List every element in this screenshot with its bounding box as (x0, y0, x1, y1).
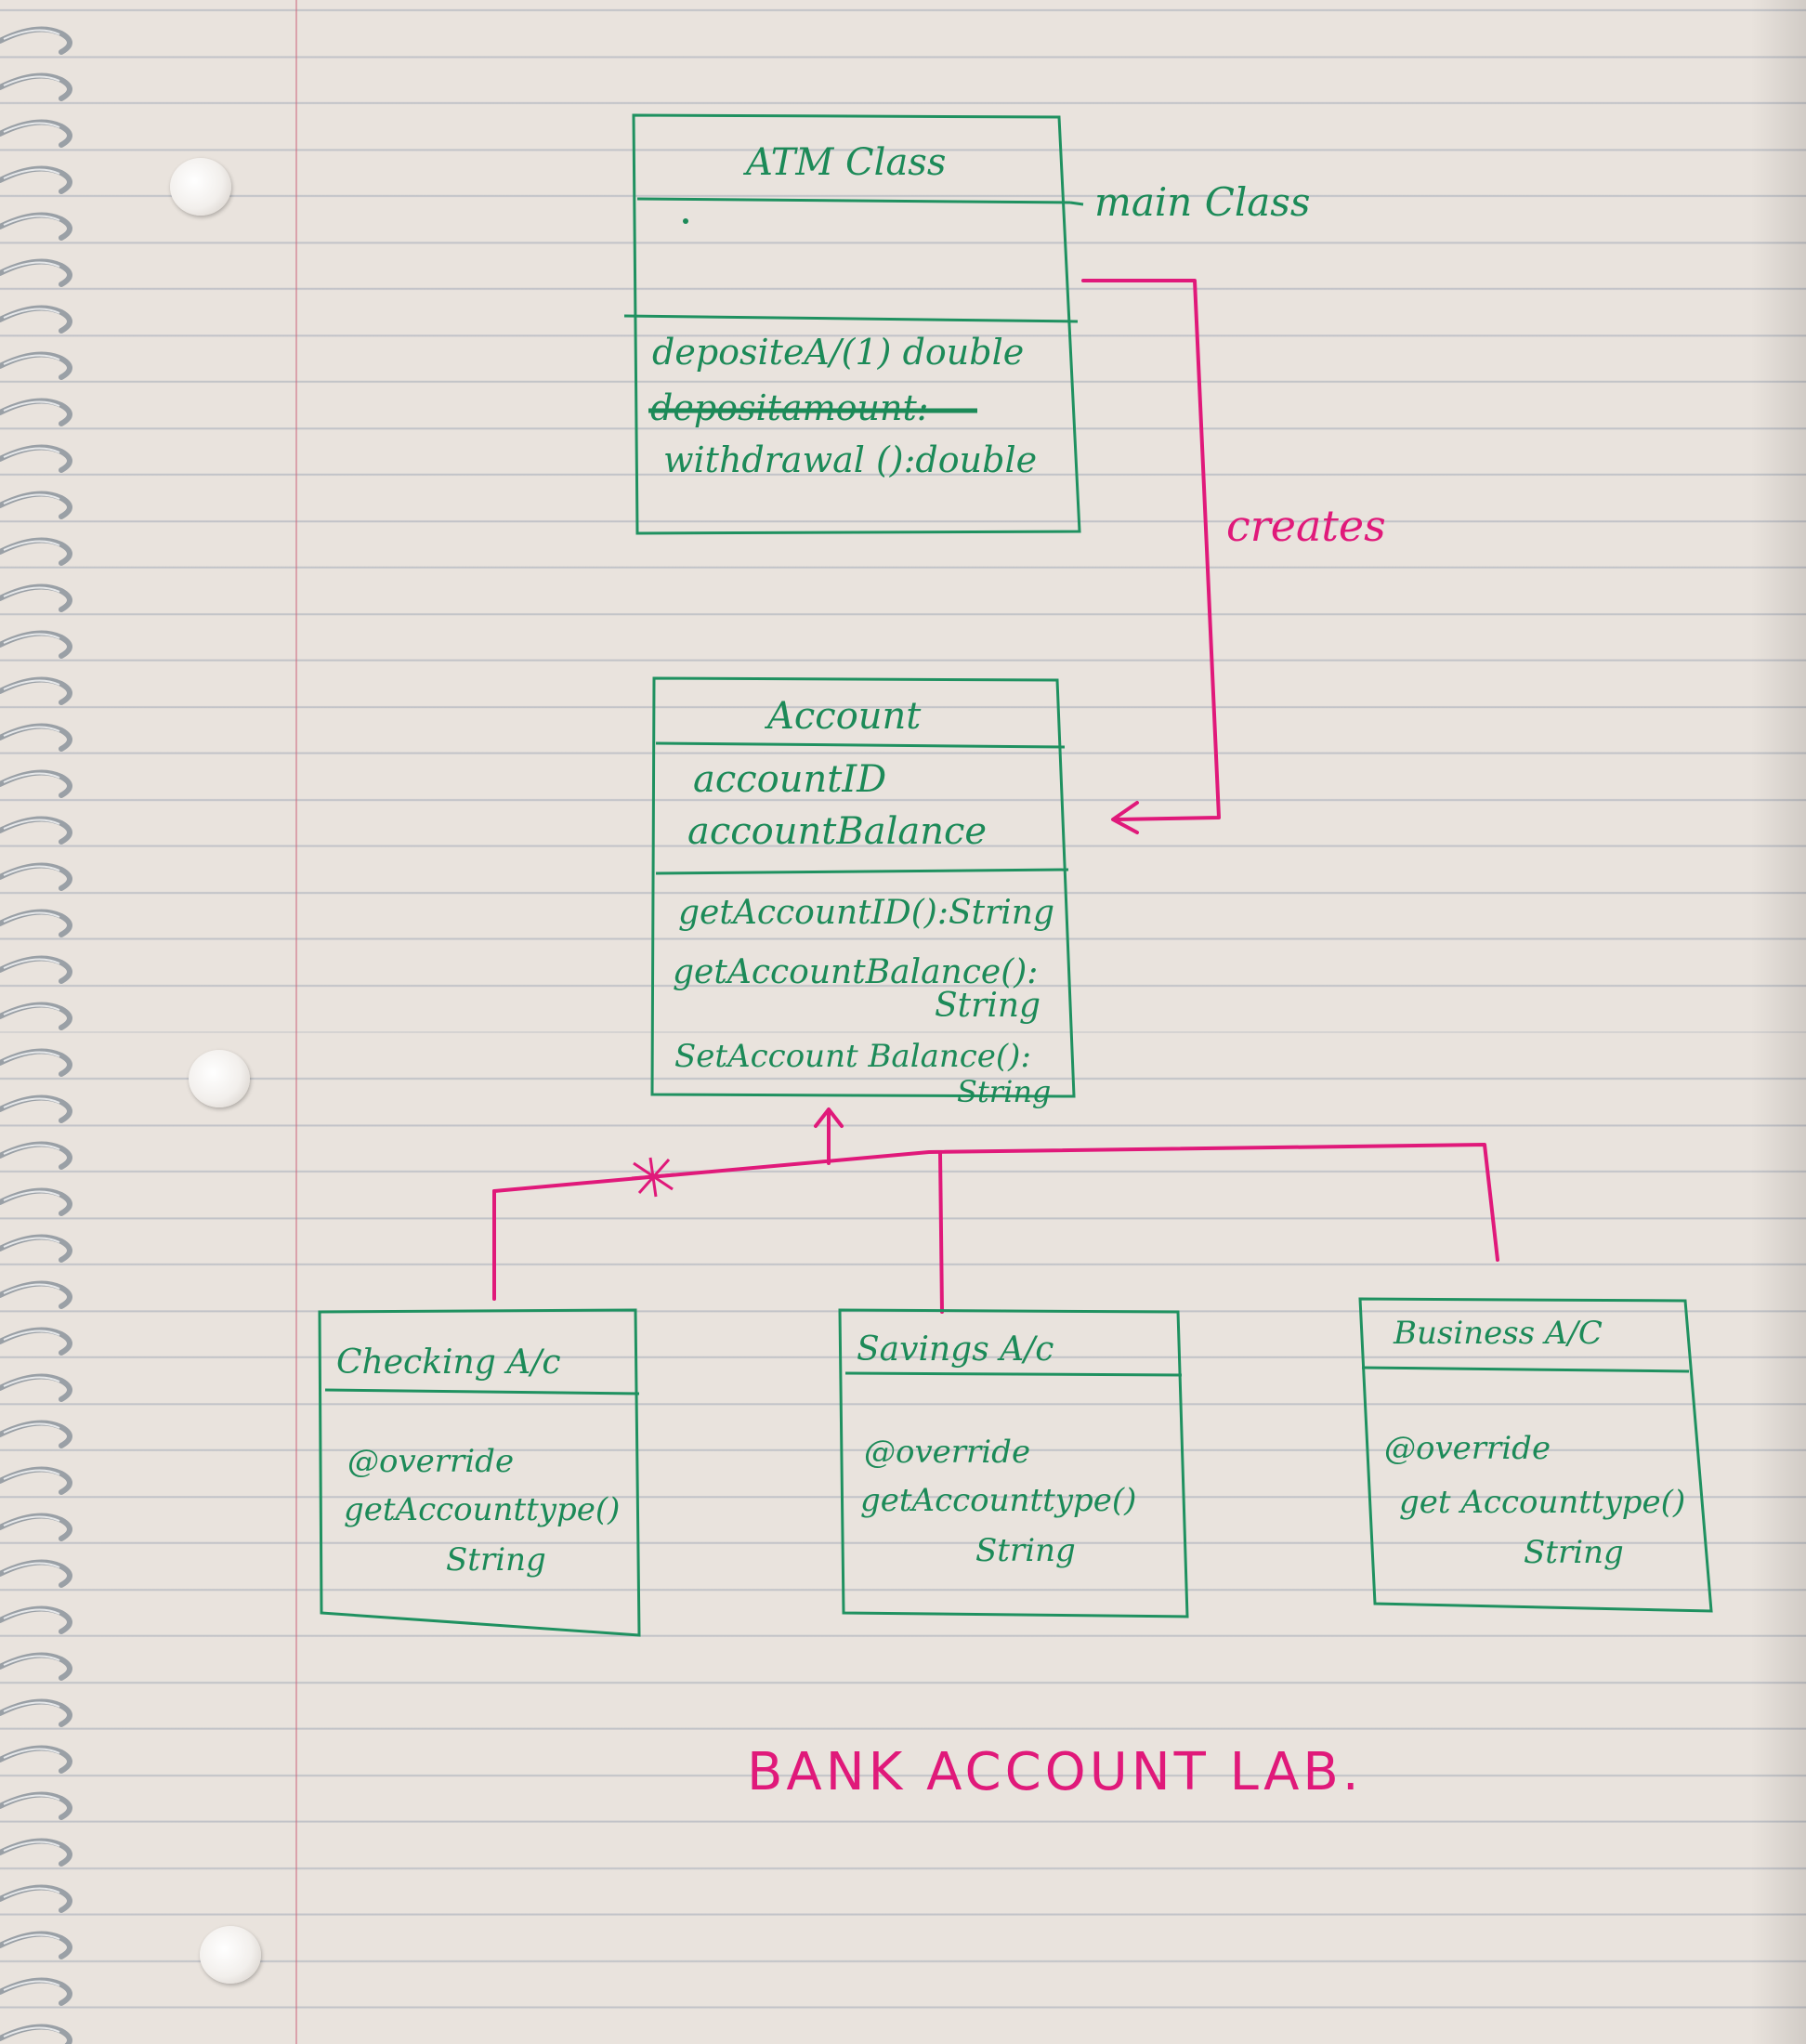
business-return-type: String (1524, 1534, 1624, 1571)
checking-return-type: String (446, 1541, 546, 1579)
checking-class-box: Checking A/c @override getAccounttype() … (318, 1308, 641, 1637)
creates-relationship: creates (1081, 279, 1386, 834)
inheritance-triangle (814, 1107, 844, 1128)
spiral-coil (0, 1234, 72, 1263)
spiral-coil (0, 1280, 72, 1309)
spiral-coil (0, 537, 72, 566)
account-attribute-id: accountID (693, 758, 886, 801)
inheritance-bar (492, 1143, 1499, 1262)
business-class-name: Business A/C (1393, 1315, 1603, 1352)
account-method-set-balance: SetAccount Balance(): (674, 1038, 1031, 1075)
checking-method: getAccounttype() (344, 1491, 620, 1528)
business-class-box: Business A/C @override get Accounttype()… (1358, 1297, 1713, 1613)
punch-hole-bottom (200, 1926, 261, 1984)
spiral-coil (0, 1838, 72, 1867)
savings-annotation: @override (864, 1434, 1030, 1471)
account-method-get-id: getAccountID():String (678, 894, 1054, 932)
atm-note-connector (1069, 201, 1084, 206)
account-class-name: Account (764, 695, 922, 738)
spiral-coil (0, 1791, 72, 1820)
spiral-coil (0, 1513, 72, 1541)
spiral-coil (0, 909, 72, 937)
spiral-coil (0, 1327, 72, 1356)
account-method-get-balance: getAccountBalance(): (673, 953, 1038, 991)
spiral-coil (0, 1884, 72, 1913)
atm-class-box: ATM Class depositeA/(1) double depositam… (623, 113, 1081, 535)
spiral-coil (0, 1977, 72, 2006)
spiral-coil (0, 1373, 72, 1402)
spiral-coil (0, 119, 72, 148)
business-annotation: @override (1384, 1430, 1551, 1467)
spiral-coil (0, 491, 72, 519)
spiral-coil (0, 1002, 72, 1030)
page-edge-shadow (1750, 0, 1806, 2044)
spiral-coil (0, 630, 72, 659)
account-attribute-balance: accountBalance (687, 810, 987, 853)
spiral-coil (0, 398, 72, 426)
spiral-binding (0, 26, 72, 2044)
atm-method-2: depositamount: (650, 387, 929, 428)
atm-class-name: ATM Class (742, 141, 946, 184)
margin-line (295, 0, 297, 2044)
business-method: get Accounttype() (1399, 1484, 1685, 1521)
spiral-coil (0, 1420, 72, 1448)
spiral-coil (0, 305, 72, 334)
spiral-coil (0, 1931, 72, 1959)
creates-arrowhead (1111, 801, 1139, 834)
atm-method-3: withdrawal ():double (663, 439, 1037, 480)
savings-class-box: Savings A/c @override getAccounttype() S… (838, 1308, 1189, 1618)
spiral-coil (0, 862, 72, 891)
spiral-coil (0, 1652, 72, 1681)
creates-label: creates (1226, 501, 1386, 551)
punch-hole-middle (189, 1050, 250, 1107)
spiral-coil (0, 212, 72, 241)
spiral-coil (0, 1698, 72, 1727)
savings-return-type: String (975, 1532, 1076, 1569)
spiral-coil (0, 351, 72, 380)
spiral-coil (0, 165, 72, 194)
spiral-coil (0, 1605, 72, 1634)
scribble-mark (631, 1157, 675, 1198)
spiral-coil (0, 1048, 72, 1077)
spiral-coil (0, 769, 72, 798)
spiral-coil (0, 1466, 72, 1495)
spiral-coil (0, 1187, 72, 1216)
lab-title: BANK ACCOUNT LAB. (747, 1742, 1363, 1802)
account-class-box: Account accountID accountBalance getAcco… (650, 676, 1076, 1109)
atm-main-class-note: main Class (1094, 179, 1310, 225)
account-method-set-balance-type: String (957, 1074, 1051, 1109)
spiral-coil (0, 1745, 72, 1774)
checking-annotation: @override (347, 1443, 514, 1480)
spiral-coil (0, 1559, 72, 1588)
inheritance-branch-savings (938, 1150, 944, 1314)
spiral-coil (0, 72, 72, 101)
spiral-coil (0, 258, 72, 287)
spiral-coil (0, 955, 72, 984)
savings-method: getAccounttype() (860, 1482, 1136, 1519)
creates-arrow-line (1081, 279, 1221, 821)
inheritance-relationship (492, 1107, 1499, 1314)
spiral-coil (0, 816, 72, 845)
spiral-coil (0, 1141, 72, 1170)
spiral-coil (0, 723, 72, 752)
spiral-coil (0, 26, 72, 55)
spiral-coil (0, 583, 72, 612)
spiral-coil (0, 444, 72, 473)
savings-class-name: Savings A/c (857, 1330, 1054, 1369)
atm-method-1: depositeA/(1) double (652, 332, 1024, 373)
checking-class-name: Checking A/c (336, 1343, 561, 1382)
spiral-coil (0, 1094, 72, 1123)
punch-hole-top (170, 158, 231, 216)
account-method-get-balance-type: String (935, 987, 1040, 1025)
spiral-coil (0, 676, 72, 705)
